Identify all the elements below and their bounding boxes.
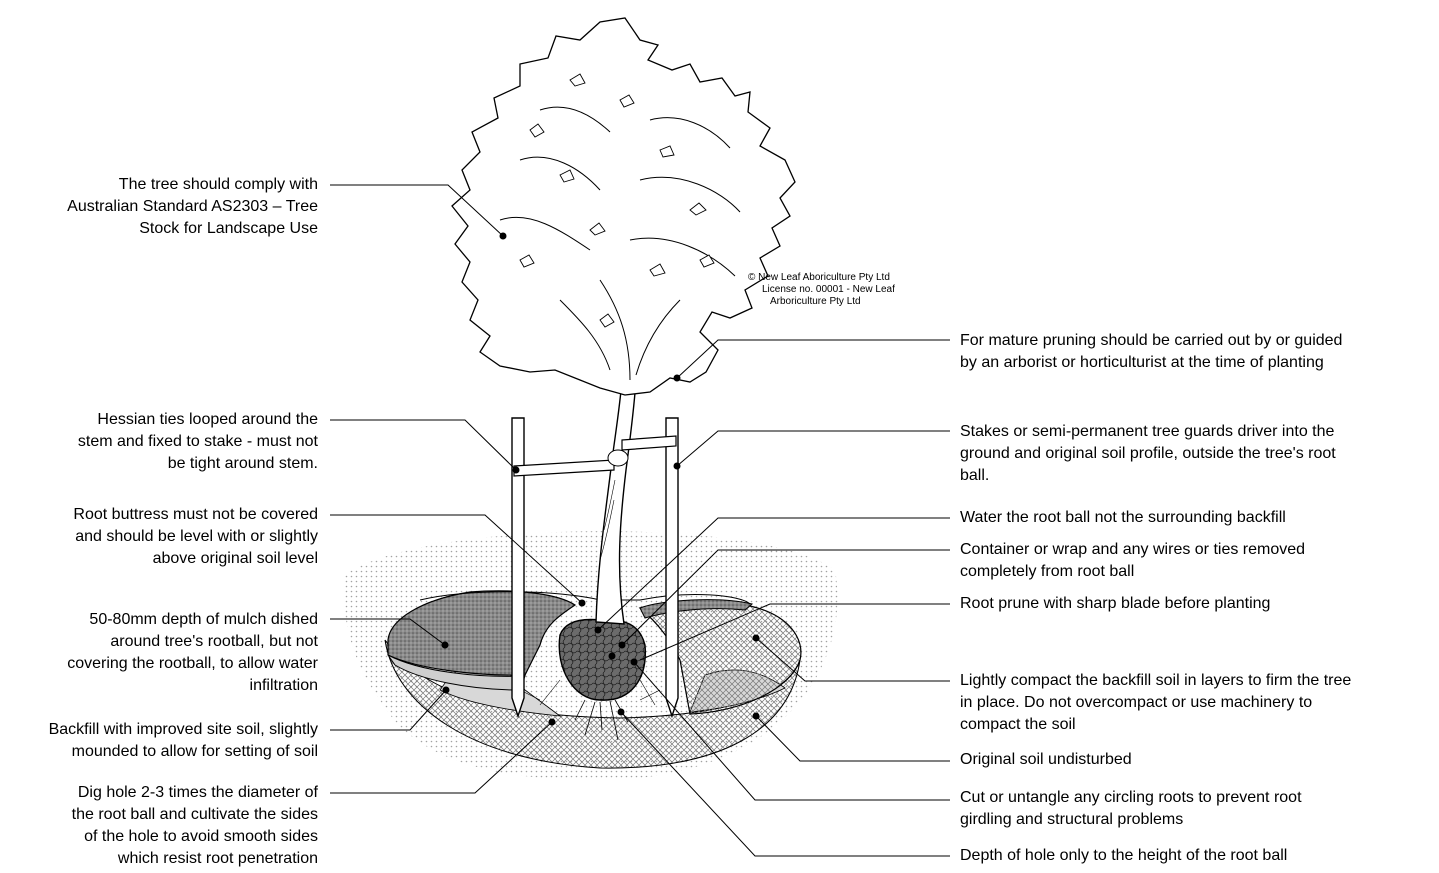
label-line: ball.: [960, 465, 1336, 487]
label-root-buttress: Root buttress must not be covered and sh…: [73, 504, 318, 570]
label-line: For mature pruning should be carried out…: [960, 330, 1342, 352]
label-line: be tight around stem.: [78, 453, 318, 475]
label-compact: Lightly compact the backfill soil in lay…: [960, 670, 1351, 736]
label-stakes: Stakes or semi-permanent tree guards dri…: [960, 421, 1336, 487]
label-line: Backfill with improved site soil, slight…: [49, 719, 318, 741]
label-line: compact the soil: [960, 714, 1351, 736]
label-line: Original soil undisturbed: [960, 749, 1132, 771]
tree-canopy: [452, 18, 795, 395]
label-line: of the hole to avoid smooth sides: [72, 826, 318, 848]
label-line: Stock for Landscape Use: [67, 218, 318, 240]
copyright-line: © New Leaf Aboriculture Pty Ltd: [748, 272, 895, 284]
label-line: the root ball and cultivate the sides: [72, 804, 318, 826]
label-line: covering the rootball, to allow water: [67, 653, 318, 675]
label-circling-roots: Cut or untangle any circling roots to pr…: [960, 787, 1302, 831]
label-line: Water the root ball not the surrounding …: [960, 507, 1286, 529]
label-line: above original soil level: [73, 548, 318, 570]
label-line: Stakes or semi-permanent tree guards dri…: [960, 421, 1336, 443]
label-line: 50-80mm depth of mulch dished: [67, 609, 318, 631]
label-line: Lightly compact the backfill soil in lay…: [960, 670, 1351, 692]
label-line: by an arborist or horticulturist at the …: [960, 352, 1342, 374]
label-line: ground and original soil profile, outsid…: [960, 443, 1336, 465]
label-line: Dig hole 2-3 times the diameter of: [72, 782, 318, 804]
label-hole-depth: Depth of hole only to the height of the …: [960, 845, 1287, 867]
label-dig-hole: Dig hole 2-3 times the diameter of the r…: [72, 782, 318, 870]
label-line: stem and fixed to stake - must not: [78, 431, 318, 453]
label-line: mounded to allow for setting of soil: [49, 741, 318, 763]
label-line: Root buttress must not be covered: [73, 504, 318, 526]
label-container: Container or wrap and any wires or ties …: [960, 539, 1305, 583]
label-line: The tree should comply with: [67, 174, 318, 196]
label-pruning: For mature pruning should be carried out…: [960, 330, 1342, 374]
label-line: Root prune with sharp blade before plant…: [960, 593, 1270, 615]
copyright-note: © New Leaf Aboriculture Pty Ltd License …: [748, 272, 895, 308]
copyright-line: License no. 00001 - New Leaf: [748, 284, 895, 296]
label-line: Hessian ties looped around the: [78, 409, 318, 431]
label-root-prune: Root prune with sharp blade before plant…: [960, 593, 1270, 615]
label-line: Cut or untangle any circling roots to pr…: [960, 787, 1302, 809]
label-hessian-ties: Hessian ties looped around the stem and …: [78, 409, 318, 475]
label-line: Container or wrap and any wires or ties …: [960, 539, 1305, 561]
copyright-line: Arboriculture Pty Ltd: [748, 296, 895, 308]
label-line: in place. Do not overcompact or use mach…: [960, 692, 1351, 714]
label-line: girdling and structural problems: [960, 809, 1302, 831]
label-tree-standard: The tree should comply with Australian S…: [67, 174, 318, 240]
label-line: Depth of hole only to the height of the …: [960, 845, 1287, 867]
label-mulch: 50-80mm depth of mulch dished around tre…: [67, 609, 318, 697]
label-backfill: Backfill with improved site soil, slight…: [49, 719, 318, 763]
label-line: and should be level with or slightly: [73, 526, 318, 548]
label-line: infiltration: [67, 675, 318, 697]
label-line: around tree's rootball, but not: [67, 631, 318, 653]
hessian-ties: [514, 436, 676, 476]
label-line: which resist root penetration: [72, 848, 318, 870]
label-water: Water the root ball not the surrounding …: [960, 507, 1286, 529]
label-original-soil: Original soil undisturbed: [960, 749, 1132, 771]
label-line: completely from root ball: [960, 561, 1305, 583]
label-line: Australian Standard AS2303 – Tree: [67, 196, 318, 218]
